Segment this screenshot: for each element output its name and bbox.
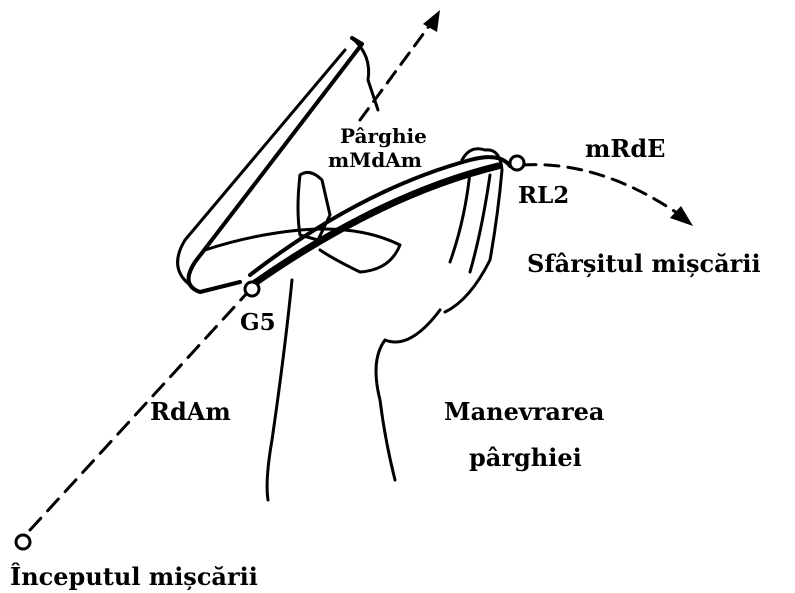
hand-finger-3 (470, 175, 490, 272)
point-rl2 (510, 156, 524, 170)
upper-arrow-head (423, 10, 440, 32)
point-start (16, 535, 30, 549)
label-maneuver-2: pârghiei (469, 443, 582, 472)
hand-palm-right (376, 310, 440, 480)
mrde-arrow-head (670, 206, 693, 226)
label-maneuver-1: Manevrarea (444, 397, 604, 426)
label-move-right: mRdE (585, 134, 665, 163)
path-upper-dashed (360, 22, 432, 120)
label-rdam: RdAm (150, 397, 231, 426)
label-start: Începutul mișcării (10, 562, 258, 591)
label-g5: G5 (240, 309, 276, 336)
label-lever-code: mMdAm (328, 148, 422, 172)
label-end: Sfârșitul mișcării (527, 249, 761, 278)
label-rl2: RL2 (518, 182, 569, 209)
point-g5 (245, 282, 259, 296)
label-lever: Pârghie (340, 124, 427, 148)
hand-finger-2 (450, 172, 470, 262)
